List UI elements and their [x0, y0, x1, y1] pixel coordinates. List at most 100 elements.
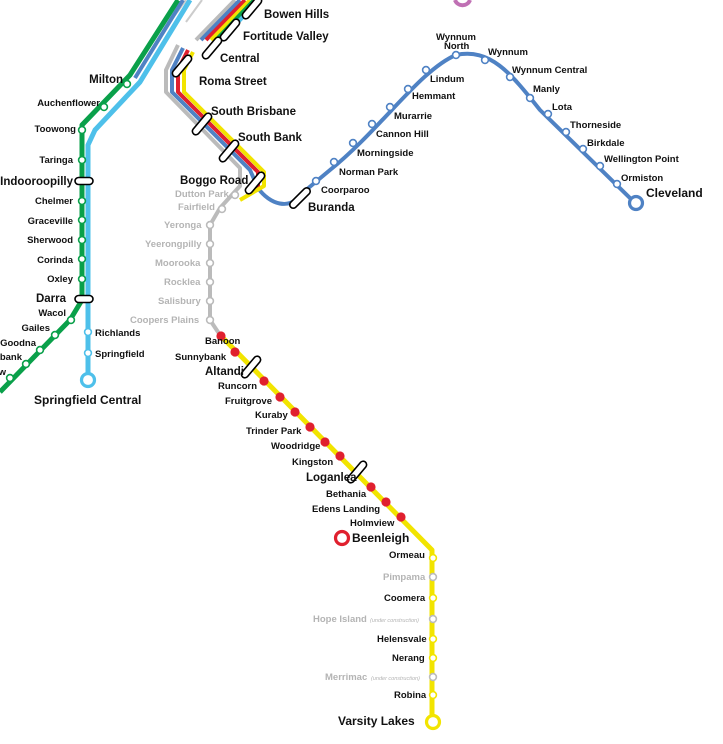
- station-marker-boggo-road[interactable]: [244, 171, 266, 195]
- station-label-kuraby[interactable]: Kuraby: [255, 410, 288, 421]
- station-label-lota[interactable]: Lota: [552, 102, 573, 113]
- station-marker-central[interactable]: [201, 36, 223, 60]
- station-marker-graceville[interactable]: [77, 215, 87, 225]
- station-marker-helensvale[interactable]: [428, 634, 438, 644]
- station-label-rocklea[interactable]: Rocklea: [164, 277, 201, 288]
- station-label-manly[interactable]: Manly: [533, 84, 561, 95]
- station-label-south-brisbane[interactable]: South Brisbane: [211, 106, 296, 118]
- station-label-taringa[interactable]: Taringa: [39, 155, 73, 166]
- station-marker-yeronga[interactable]: [205, 220, 215, 230]
- station-label-cleveland[interactable]: Cleveland: [646, 186, 703, 200]
- station-marker-hemmant[interactable]: [403, 84, 413, 94]
- station-marker-trinder-park[interactable]: [305, 422, 315, 432]
- station-marker-gailes[interactable]: [50, 330, 60, 340]
- station-marker-runcorn[interactable]: [259, 376, 269, 386]
- station-marker-wynnum-central[interactable]: [505, 72, 515, 82]
- station-label-gailes[interactable]: Gailes: [21, 323, 50, 334]
- station-label-woodridge[interactable]: Woodridge: [271, 441, 320, 452]
- station-marker-ormeau[interactable]: [428, 553, 438, 563]
- station-label-fairfield[interactable]: Fairfield: [178, 202, 215, 213]
- station-label-holmview[interactable]: Holmview: [350, 518, 395, 529]
- station-marker-wellington-point[interactable]: [595, 161, 605, 171]
- station-label-coopers-plains[interactable]: Coopers Plains: [130, 315, 199, 326]
- station-marker-wynnum-north[interactable]: [451, 50, 461, 60]
- station-label-bank[interactable]: bank: [0, 352, 23, 363]
- station-marker-taringa[interactable]: [77, 155, 87, 165]
- station-marker-milton[interactable]: [122, 79, 132, 89]
- station-label-richlands[interactable]: Richlands: [95, 328, 140, 339]
- station-marker-salisbury[interactable]: [205, 296, 215, 306]
- station-marker-kuraby[interactable]: [290, 407, 300, 417]
- station-label-central[interactable]: Central: [220, 53, 260, 65]
- station-label-toowong[interactable]: Toowong: [34, 124, 76, 135]
- station-marker-sunnybank[interactable]: [230, 347, 240, 357]
- station-label-roma-street[interactable]: Roma Street: [199, 76, 267, 88]
- station-label-corinda[interactable]: Corinda: [37, 255, 74, 266]
- station-marker-darra[interactable]: [74, 294, 94, 304]
- station-label-buranda[interactable]: Buranda: [308, 202, 355, 214]
- station-label-wellington-point[interactable]: Wellington Point: [604, 154, 680, 165]
- station-label-springfield-central[interactable]: Springfield Central: [34, 393, 141, 407]
- station-marker-goodna[interactable]: [35, 345, 45, 355]
- station-marker-beenleigh[interactable]: [333, 529, 351, 547]
- station-label-murarrie[interactable]: Murarrie: [394, 111, 432, 122]
- station-label-ormiston[interactable]: Ormiston: [621, 173, 663, 184]
- station-label-coomera[interactable]: Coomera: [384, 593, 426, 604]
- station-label-oxley[interactable]: Oxley: [47, 274, 74, 285]
- station-label-fruitgrove[interactable]: Fruitgrove: [225, 396, 272, 407]
- station-marker-dutton-park[interactable]: [230, 190, 240, 200]
- station-label-beenleigh[interactable]: Beenleigh: [352, 531, 409, 545]
- station-marker-edens-landing[interactable]: [381, 497, 391, 507]
- station-label-thorneside[interactable]: Thorneside: [570, 120, 621, 131]
- station-label-edens-landing[interactable]: Edens Landing: [312, 504, 380, 515]
- station-marker-roma-street[interactable]: [171, 54, 193, 78]
- station-marker-kingston[interactable]: [335, 451, 345, 461]
- station-marker-springfield-central[interactable]: [79, 371, 97, 389]
- station-label-banoon[interactable]: Banoon: [205, 336, 241, 347]
- station-marker-murarrie[interactable]: [385, 102, 395, 112]
- station-marker-thorneside[interactable]: [561, 127, 571, 137]
- station-marker-springfield[interactable]: [83, 348, 93, 358]
- station-marker-sherwood[interactable]: [77, 235, 87, 245]
- station-marker-chelmer[interactable]: [77, 196, 87, 206]
- station-marker-manly[interactable]: [525, 93, 535, 103]
- station-marker-buranda[interactable]: [288, 186, 312, 210]
- station-label-darra[interactable]: Darra: [36, 293, 67, 305]
- station-marker-moorooka[interactable]: [205, 258, 215, 268]
- station-marker-auchenflower[interactable]: [99, 102, 109, 112]
- station-marker-banoon[interactable]: [216, 331, 226, 341]
- station-marker-altandi[interactable]: [240, 355, 262, 379]
- station-label-indooroopilly[interactable]: Indooroopilly: [0, 176, 73, 188]
- station-marker-coopers-plains[interactable]: [205, 315, 215, 325]
- station-label-wacol[interactable]: Wacol: [38, 308, 66, 319]
- station-label-hemmant[interactable]: Hemmant: [412, 91, 456, 102]
- station-marker-w[interactable]: [5, 373, 15, 383]
- station-marker-merrimac[interactable]: [428, 672, 438, 682]
- station-marker-bank[interactable]: [21, 359, 31, 369]
- station-marker-coorparoo[interactable]: [311, 176, 321, 186]
- station-marker-south-brisbane[interactable]: [191, 112, 213, 136]
- station-label-bowen-hills[interactable]: Bowen Hills: [264, 9, 329, 21]
- station-label-cannon-hill[interactable]: Cannon Hill: [376, 129, 429, 140]
- station-label-wynnum-central[interactable]: Wynnum Central: [512, 65, 587, 76]
- station-label-hope-island[interactable]: Hope Island: [313, 614, 367, 625]
- station-marker-yeerongpilly[interactable]: [205, 239, 215, 249]
- station-marker-pimpama[interactable]: [428, 572, 438, 582]
- station-label-yeerongpilly[interactable]: Yeerongpilly: [145, 239, 202, 250]
- station-marker-bowen-hills[interactable]: [241, 0, 263, 20]
- station-marker-norman-park[interactable]: [329, 157, 339, 167]
- station-marker-indooroopilly[interactable]: [74, 176, 94, 186]
- station-label-graceville[interactable]: Graceville: [28, 216, 73, 227]
- station-marker-lindum[interactable]: [421, 65, 431, 75]
- station-label-dutton-park[interactable]: Dutton Park: [175, 189, 230, 200]
- station-marker-oxley[interactable]: [77, 274, 87, 284]
- station-label-runcorn[interactable]: Runcorn: [218, 381, 257, 392]
- station-label-pimpama[interactable]: Pimpama: [383, 572, 426, 583]
- station-label-merrimac[interactable]: Merrimac: [325, 672, 367, 683]
- station-label-chelmer[interactable]: Chelmer: [35, 196, 73, 207]
- station-marker-varsity-lakes[interactable]: [424, 713, 442, 731]
- station-label-morningside[interactable]: Morningside: [357, 148, 413, 159]
- station-label-altandi[interactable]: Altandi: [205, 366, 244, 378]
- station-label-trinder-park[interactable]: Trinder Park: [246, 426, 302, 437]
- station-marker-woodridge[interactable]: [320, 437, 330, 447]
